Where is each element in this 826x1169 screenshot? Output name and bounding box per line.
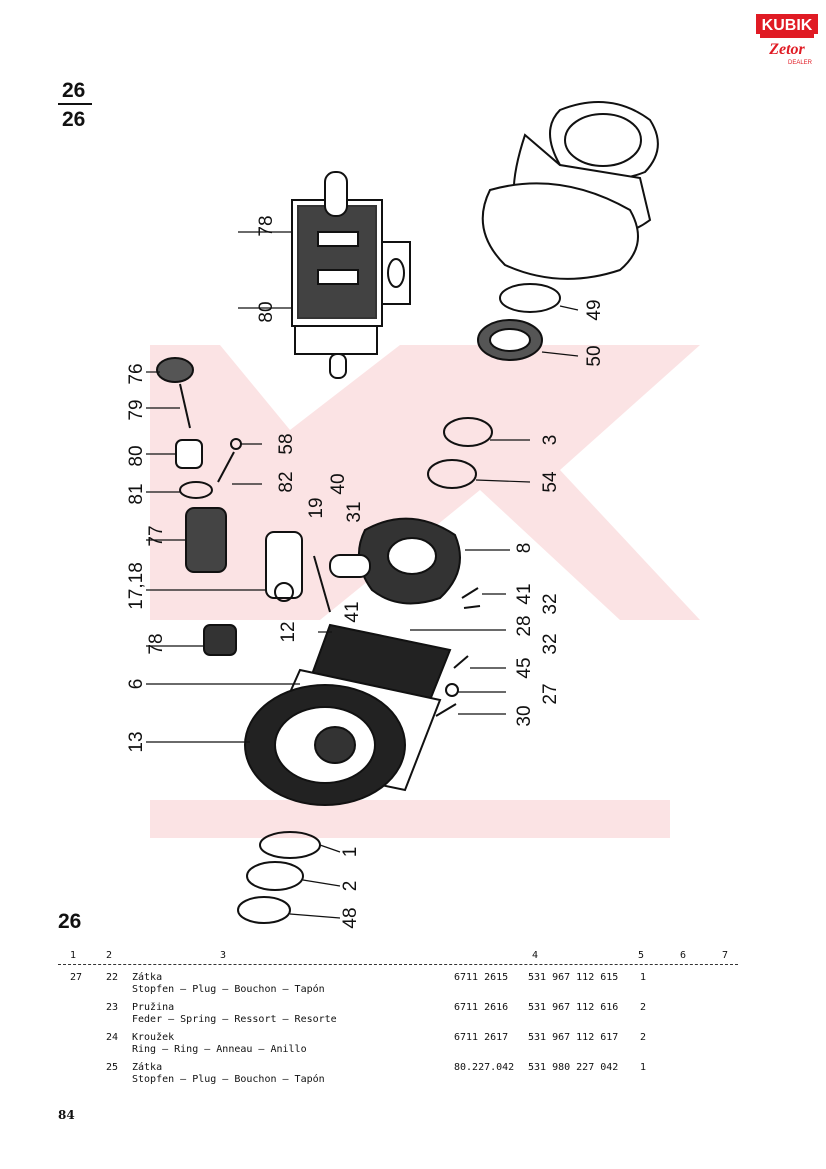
brand-tag-text: DEALER	[788, 60, 813, 66]
callout-79: 79	[126, 399, 147, 420]
callout-40: 40	[328, 473, 349, 494]
table-row: 23 Pružina Feder — Spring — Ressort — Re…	[58, 1002, 748, 1032]
col-header-4: 4	[532, 950, 539, 961]
row-pos: 24	[106, 1032, 119, 1043]
row-part-no: 531 967 112 617	[528, 1032, 619, 1043]
callout-27: 27	[540, 683, 561, 704]
row-pos: 23	[106, 1002, 119, 1013]
row-qty: 1	[640, 1062, 647, 1073]
callout-30: 30	[514, 705, 535, 726]
callout-45: 45	[514, 657, 535, 678]
body-77	[185, 507, 227, 573]
section-number: 26	[58, 910, 82, 933]
pin-79	[179, 383, 191, 429]
fraction-denominator: 26	[62, 108, 86, 131]
nut-78	[203, 624, 237, 656]
page-number: 84	[58, 1108, 75, 1122]
callout-58: 58	[276, 433, 297, 454]
table-row: 24 Kroužek Ring — Ring — Anneau — Anillo…	[58, 1032, 748, 1062]
row-translations: Stopfen — Plug — Bouchon — Tapón	[132, 1074, 325, 1085]
circlip-48	[237, 896, 291, 924]
row-qty: 2	[640, 1032, 647, 1043]
header-rule	[58, 964, 738, 965]
row-code: 80.227.042	[454, 1062, 515, 1073]
callout-78-top: 78	[256, 215, 277, 236]
diaphragm-cover	[481, 101, 659, 280]
row-fig: 27	[70, 972, 83, 983]
row-part-no: 531 967 112 616	[528, 1002, 619, 1013]
callout-49: 49	[584, 299, 605, 320]
flange-8	[329, 517, 461, 605]
callout-8: 8	[514, 543, 535, 554]
fraction-numerator: 26	[62, 79, 86, 102]
table-row: 25 Zátka Stopfen — Plug — Bouchon — Tapó…	[58, 1062, 748, 1092]
col-header-2: 2	[106, 950, 113, 961]
col-header-1: 1	[70, 950, 77, 961]
spring-19	[313, 555, 331, 613]
callout-77: 77	[146, 525, 167, 546]
row-code: 6711 2615	[454, 972, 509, 983]
row-translations: Ring — Ring — Anneau — Anillo	[132, 1044, 307, 1055]
brand-top-text: KUBIK	[762, 17, 813, 34]
callout-81: 81	[126, 483, 147, 504]
callout-41-left: 41	[342, 601, 363, 622]
callout-82: 82	[276, 471, 297, 492]
callout-54: 54	[540, 471, 561, 493]
callout-80: 80	[126, 445, 147, 466]
ring-3	[443, 417, 493, 447]
row-code: 6711 2617	[454, 1032, 509, 1043]
callout-76: 76	[126, 363, 147, 384]
row-qty: 2	[640, 1002, 647, 1013]
callout-12: 12	[278, 621, 299, 642]
col-header-7: 7	[722, 950, 729, 961]
circlip-49	[499, 283, 561, 313]
callout-41-right: 41	[514, 583, 535, 604]
callout-1: 1	[340, 847, 361, 858]
callout-80-top: 80	[256, 301, 277, 322]
callout-32-bottom: 32	[540, 633, 561, 654]
col-header-3: 3	[220, 950, 227, 961]
callout-28: 28	[514, 615, 535, 636]
callout-6: 6	[126, 679, 147, 690]
row-code: 6711 2616	[454, 1002, 509, 1013]
ring-54	[427, 459, 477, 489]
callout-31: 31	[344, 501, 365, 522]
row-name: Pružina	[132, 1002, 175, 1013]
row-pos: 25	[106, 1062, 119, 1073]
cylinder-13	[244, 684, 406, 806]
kubik-zetor-logo: KUBIK Zetor DEALER	[756, 14, 818, 72]
brand-bottom-text: Zetor	[768, 41, 805, 58]
callout-48: 48	[340, 907, 361, 928]
row-qty: 1	[640, 972, 647, 983]
ring-81	[179, 481, 213, 499]
row-translations: Stopfen — Plug — Bouchon — Tapón	[132, 984, 325, 995]
table-row: 27 22 Zátka Stopfen — Plug — Bouchon — T…	[58, 972, 748, 1002]
callout-2: 2	[340, 881, 361, 892]
callout-19: 19	[306, 497, 327, 518]
col-header-6: 6	[680, 950, 687, 961]
row-name: Zátka	[132, 1062, 163, 1073]
callout-labels: 78 80 76 79 58 80 82 81 40 19 31 77 17,1…	[126, 215, 605, 928]
row-name: Zátka	[132, 972, 163, 983]
cap-76	[156, 357, 194, 383]
body-17-18	[265, 531, 303, 599]
col-header-5: 5	[638, 950, 645, 961]
callout-3: 3	[540, 435, 561, 446]
callout-32-top: 32	[540, 593, 561, 614]
screw-82	[217, 451, 235, 483]
exploded-parts-drawing: 78 80 76 79 58 80 82 81 40 19 31 77 17,1…	[126, 101, 700, 929]
callout-78-bottom: 78	[146, 633, 167, 654]
row-part-no: 531 967 112 615	[528, 972, 619, 983]
row-pos: 22	[106, 972, 119, 983]
callout-17-18: 17,18	[126, 562, 147, 610]
callout-13: 13	[126, 731, 147, 752]
row-name: Kroužek	[132, 1032, 175, 1043]
ring-2	[246, 861, 304, 891]
callout-50: 50	[584, 345, 605, 366]
valve-cross-section	[291, 171, 411, 379]
row-translations: Feder — Spring — Ressort — Resorte	[132, 1014, 337, 1025]
bush-80	[175, 439, 203, 469]
row-part-no: 531 980 227 042	[528, 1062, 619, 1073]
fraction-line	[58, 103, 92, 105]
